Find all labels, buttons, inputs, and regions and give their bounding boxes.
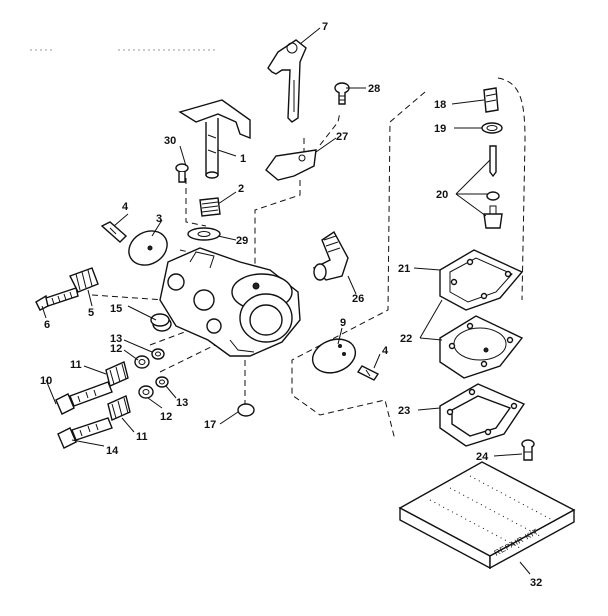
part-22-diaphragm: [439, 315, 524, 379]
callout-24: 24: [476, 451, 489, 463]
callout-19: 19: [434, 123, 446, 135]
callout-29: 29: [236, 235, 248, 247]
callout-2: 2: [238, 183, 244, 195]
callout-12-lower: 12: [160, 411, 172, 423]
callout-10: 10: [40, 375, 52, 387]
part-2-spring: [199, 197, 221, 217]
part-4-screw-left: [100, 221, 128, 243]
part-20-inlet-needle: [483, 145, 503, 229]
callout-23: 23: [398, 405, 410, 417]
callout-4-left: 4: [122, 201, 129, 213]
callout-7: 7: [322, 21, 328, 33]
callout-11-upper: 11: [70, 359, 82, 371]
part-23-cover: [439, 383, 526, 447]
callout-3: 3: [156, 213, 162, 225]
callout-1: 1: [240, 153, 246, 165]
callout-22: 22: [400, 333, 412, 345]
part-7-lever-shaft: [267, 39, 307, 123]
callout-11-lower: 11: [136, 431, 148, 443]
part-19-gasket-ring: [481, 122, 503, 134]
callout-21: 21: [398, 263, 410, 275]
part-1-throttle-shaft: [178, 99, 251, 179]
part-9-choke-plate: [311, 338, 357, 374]
callout-4-right: 4: [382, 345, 389, 357]
callout-18: 18: [434, 99, 446, 111]
callout-32: 32: [530, 577, 542, 589]
callout-5: 5: [88, 307, 94, 319]
part-5-spring: [69, 267, 99, 293]
part-28-screw: [334, 82, 350, 105]
part-21-gasket: [439, 249, 524, 311]
part-3-throttle-plate: [128, 230, 168, 266]
part-13-washer-upper: [151, 348, 165, 360]
callout-27: 27: [336, 131, 348, 143]
part-24-screw: [521, 439, 535, 461]
part-29-clip: [187, 227, 221, 241]
callout-26: 26: [352, 293, 364, 305]
part-32-repair-kit-box: REPAIR KIT: [398, 461, 576, 570]
part-30-screw: [175, 163, 189, 183]
part-11-spring-lower: [107, 395, 131, 421]
part-13-washer-lower: [155, 376, 169, 388]
callout-17: 17: [204, 419, 216, 431]
part-14-needle-valve: [57, 417, 113, 449]
callout-30: 30: [164, 135, 176, 147]
callout-20: 20: [436, 189, 448, 201]
part-4-screw-right: [356, 365, 380, 381]
part-12-oring-lower: [138, 385, 154, 399]
part-6-idle-screw: [35, 287, 79, 311]
part-26-fuel-fitting: [312, 230, 349, 281]
callout-13-lower: 13: [176, 397, 188, 409]
part-27-choke-lever: [265, 149, 317, 181]
part-11-spring-upper: [105, 361, 129, 387]
part-12-oring-upper: [134, 355, 150, 369]
callout-14: 14: [106, 445, 119, 457]
callout-labels: 7 28 27 1 30 2 29 4 3 5 6 26 15 13 12 11…: [40, 21, 542, 589]
carburetor-body: [159, 247, 301, 357]
callout-15: 15: [110, 303, 122, 315]
callout-12-upper: 12: [110, 343, 122, 355]
part-10-needle-valve: [55, 381, 113, 415]
part-17-welch-plug: [237, 403, 255, 417]
callout-28: 28: [368, 83, 380, 95]
leader-lines: [41, 27, 531, 575]
callout-9: 9: [340, 317, 346, 329]
part-15-plug: [150, 313, 172, 332]
callout-6: 6: [44, 319, 50, 331]
part-18-needle-seat: [483, 87, 499, 113]
callout-13-upper: 13: [110, 333, 122, 345]
